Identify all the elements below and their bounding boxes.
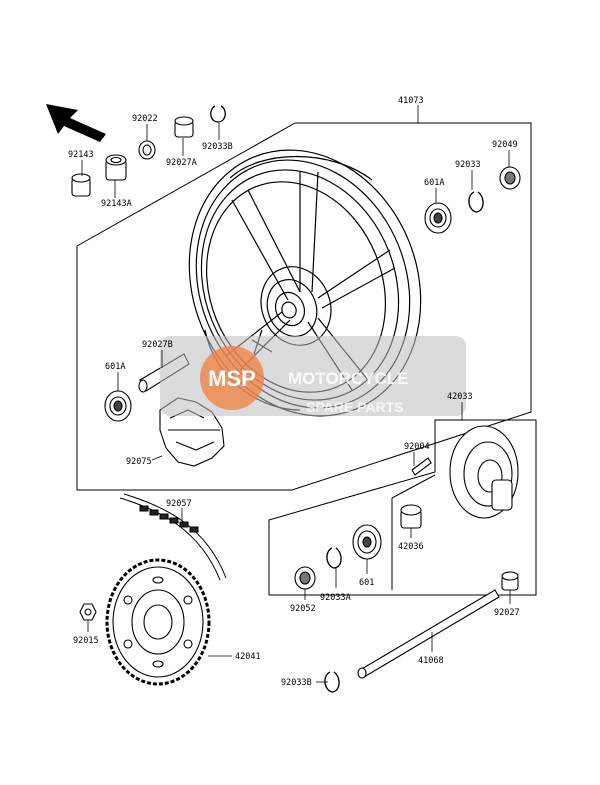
axle-41068 bbox=[357, 589, 500, 679]
bearing-601 bbox=[352, 524, 382, 560]
collar-92143A bbox=[105, 154, 127, 181]
watermark-subtitle: SPARE PARTS bbox=[306, 399, 404, 415]
label-92143: 92143 bbox=[68, 150, 94, 160]
bearing-601A-left bbox=[104, 390, 132, 422]
hub-assembly-box bbox=[268, 419, 537, 596]
label-92015: 92015 bbox=[73, 636, 99, 646]
label-601A-left: 601A bbox=[105, 362, 125, 372]
label-92033B-bottom: 92033B bbox=[281, 678, 312, 688]
label-601A-right: 601A bbox=[424, 178, 444, 188]
label-92049: 92049 bbox=[492, 140, 518, 150]
label-92022: 92022 bbox=[132, 114, 158, 124]
label-92075: 92075 bbox=[126, 457, 152, 467]
bearing-601A-right bbox=[424, 202, 452, 234]
oil-seal-92049 bbox=[499, 166, 521, 190]
circlip-92033B-top bbox=[210, 105, 226, 123]
leader-lines bbox=[81, 105, 511, 683]
hub-inner-divider-2 bbox=[391, 474, 436, 499]
circlip-92033A bbox=[326, 547, 342, 569]
circlip-92033B-bottom bbox=[324, 671, 340, 693]
collar-42036 bbox=[400, 504, 422, 529]
label-92033: 92033 bbox=[455, 160, 481, 170]
label-92033A: 92033A bbox=[320, 593, 351, 603]
collar-92027A bbox=[174, 116, 194, 138]
watermark: MSP MOTORCYCLE SPARE PARTS bbox=[160, 336, 466, 416]
coupling-42033 bbox=[449, 425, 519, 519]
label-42036: 42036 bbox=[398, 542, 424, 552]
label-41068: 41068 bbox=[418, 656, 444, 666]
label-601: 601 bbox=[359, 578, 374, 588]
watermark-title: MOTORCYCLE bbox=[288, 369, 409, 388]
label-42041: 42041 bbox=[235, 652, 261, 662]
nut-92015 bbox=[79, 603, 97, 621]
label-92027A: 92027A bbox=[166, 158, 197, 168]
front-direction-arrow-icon bbox=[46, 104, 106, 142]
stud-92004 bbox=[411, 457, 432, 476]
label-42033: 42033 bbox=[447, 392, 473, 402]
label-92143A: 92143A bbox=[101, 199, 132, 209]
msp-logo-icon: MSP bbox=[200, 346, 264, 410]
label-41073: 41073 bbox=[398, 96, 424, 106]
circlip-92033 bbox=[468, 191, 484, 213]
label-92004: 92004 bbox=[404, 442, 430, 452]
sprocket-42041 bbox=[105, 558, 211, 686]
watermark-logo-text: MSP bbox=[208, 366, 256, 391]
oil-seal-92022 bbox=[138, 140, 156, 160]
collar-92027 bbox=[501, 571, 519, 591]
label-92052: 92052 bbox=[290, 604, 316, 614]
label-92027: 92027 bbox=[494, 608, 520, 618]
oil-seal-92052 bbox=[294, 566, 316, 590]
chain-92057 bbox=[119, 493, 227, 581]
wheel-assembly-box bbox=[76, 122, 532, 491]
label-92027B: 92027B bbox=[142, 340, 173, 350]
label-92033B-top: 92033B bbox=[202, 142, 233, 152]
label-92057: 92057 bbox=[166, 499, 192, 509]
collar-92143 bbox=[71, 173, 91, 197]
